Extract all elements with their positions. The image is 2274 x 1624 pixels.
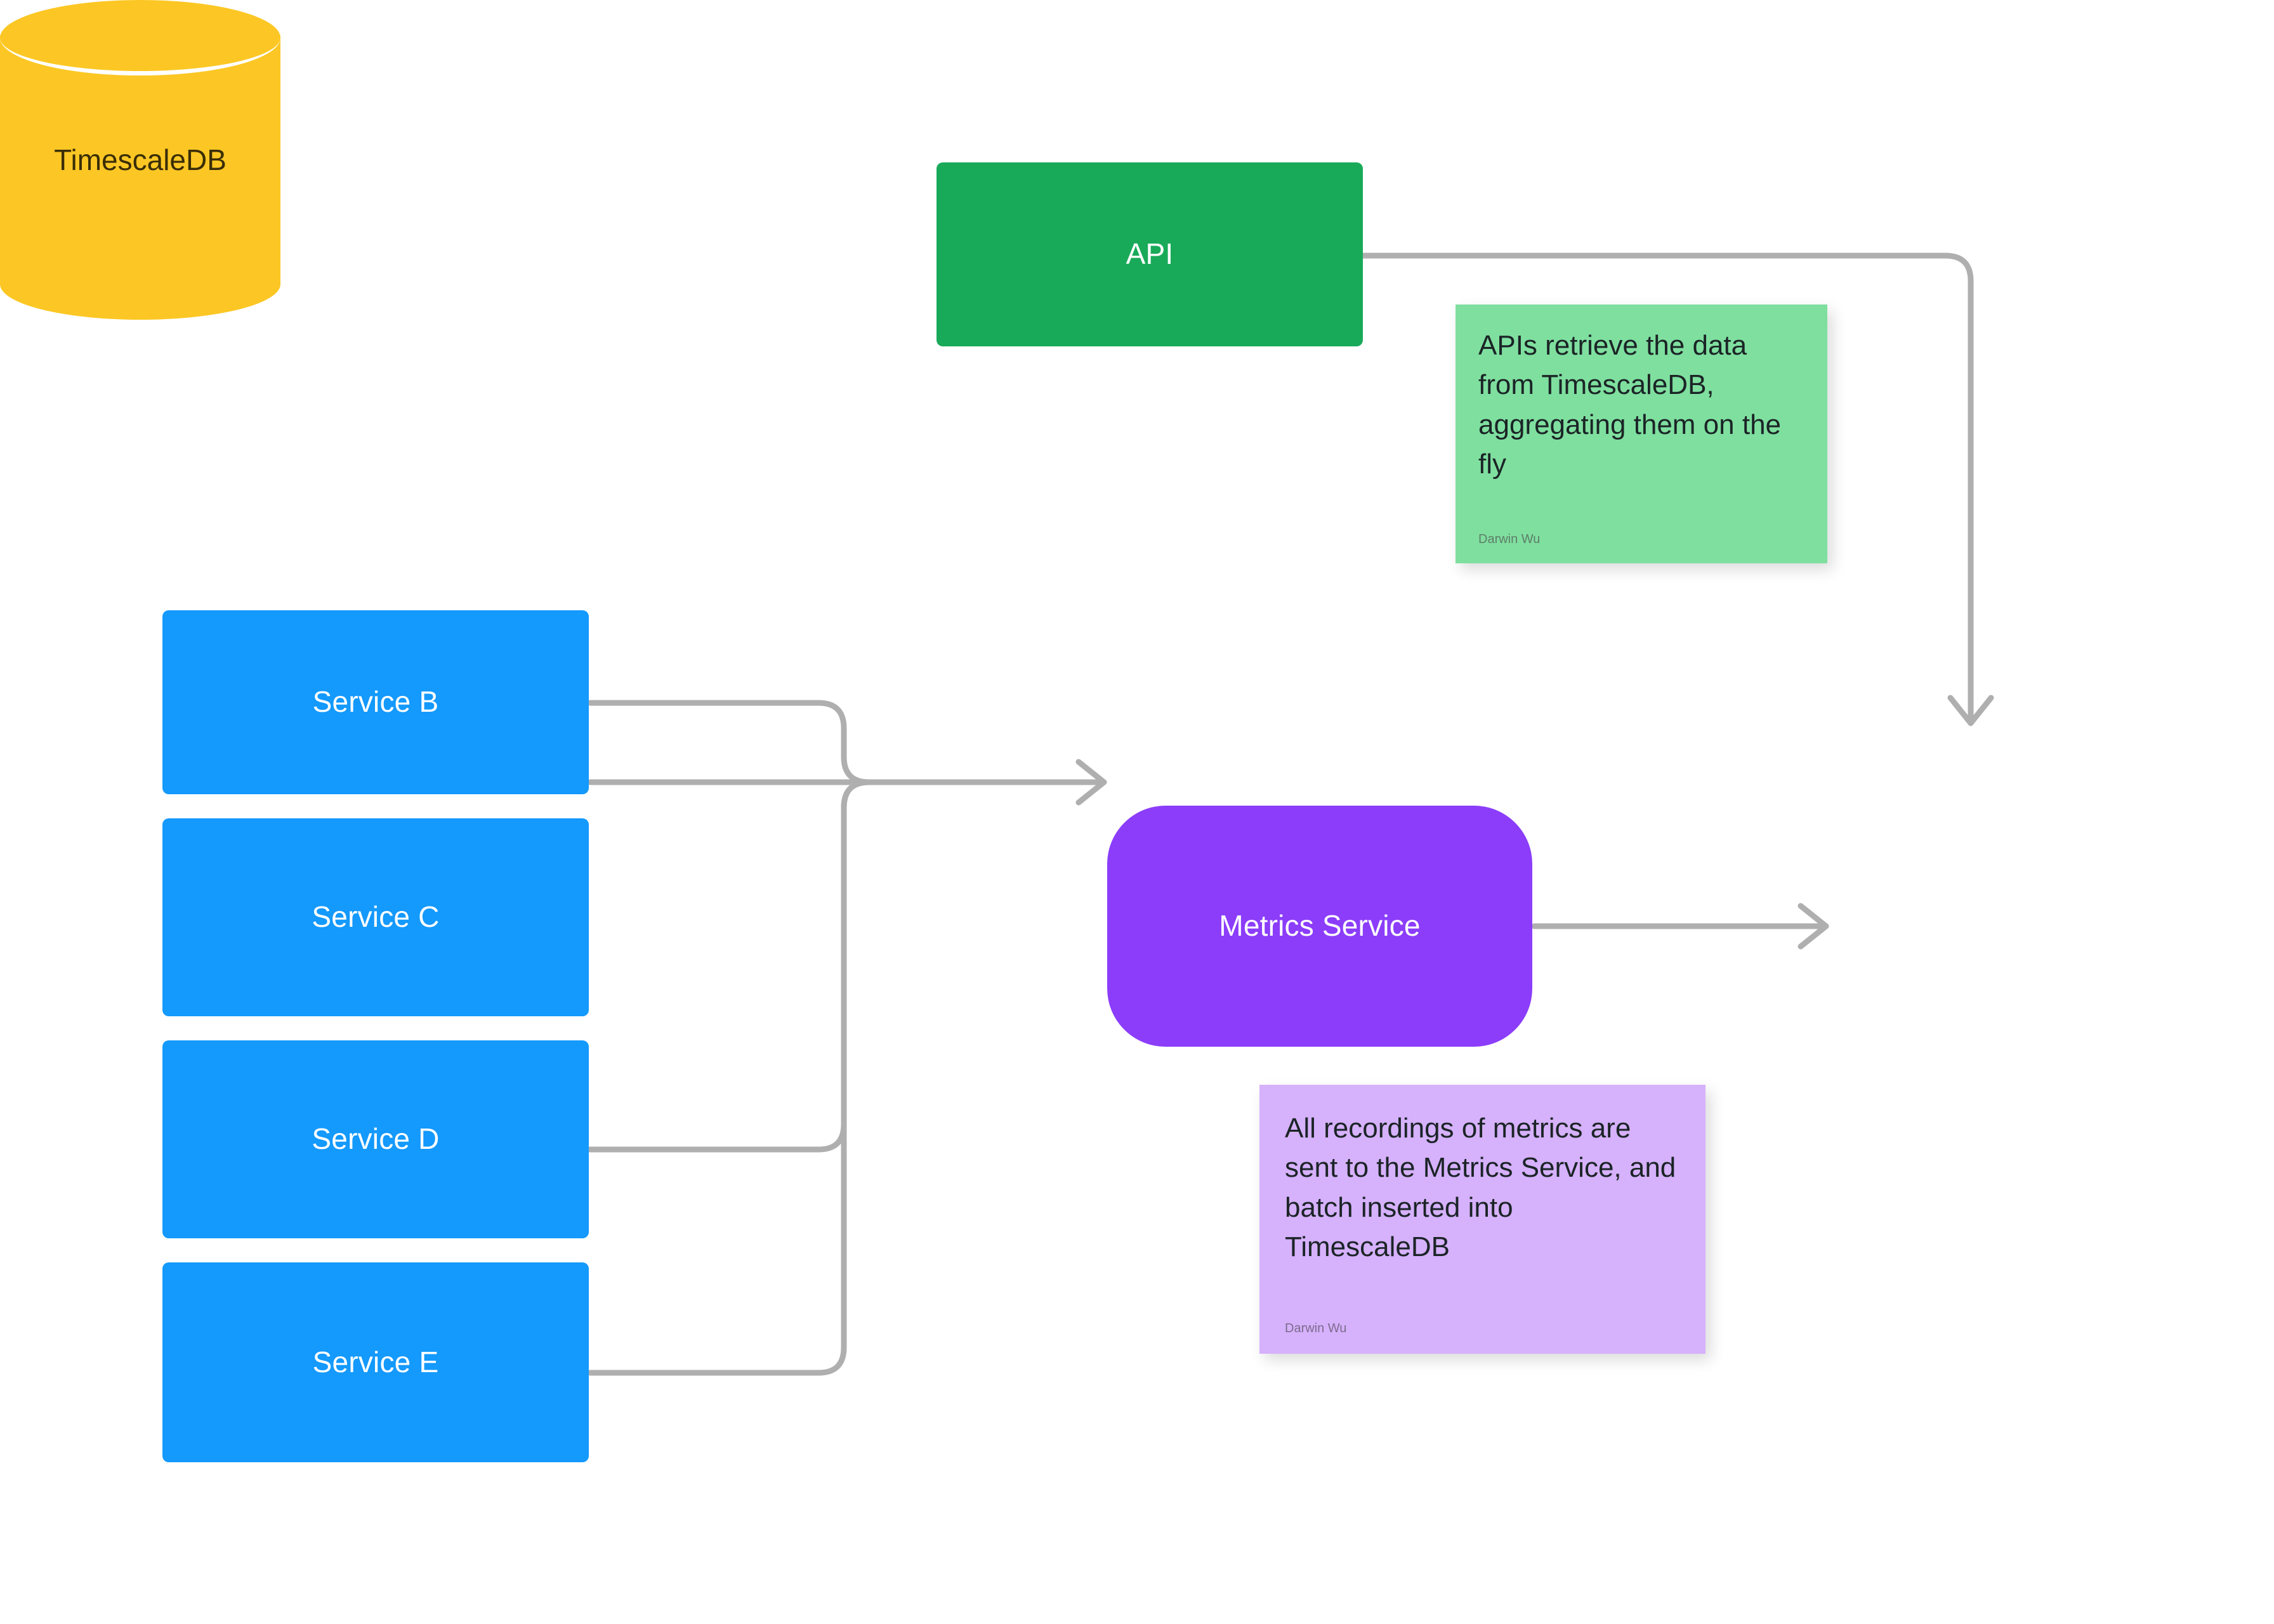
node-timescaledb[interactable]: TimescaleDB xyxy=(0,0,280,320)
node-metrics-service[interactable]: Metrics Service xyxy=(1107,806,1532,1047)
sticky-note-metrics-text: All recordings of metrics are sent to th… xyxy=(1285,1113,1684,1263)
arrowhead-api-to-db xyxy=(1947,695,1994,726)
sticky-note-api-author: Darwin Wu xyxy=(1478,532,1541,546)
node-service-b[interactable]: Service B xyxy=(162,610,589,794)
node-api[interactable]: API xyxy=(937,162,1363,346)
sticky-note-metrics[interactable]: All recordings of metrics are sent to th… xyxy=(1259,1085,1705,1354)
node-service-b-label: Service B xyxy=(312,685,439,719)
node-service-e[interactable]: Service E xyxy=(162,1262,589,1462)
node-metrics-service-label: Metrics Service xyxy=(1219,909,1421,943)
node-service-c-label: Service C xyxy=(312,900,440,934)
sticky-note-metrics-author: Darwin Wu xyxy=(1285,1321,1347,1335)
connector-service-b xyxy=(587,700,872,785)
connector-service-d xyxy=(587,779,872,1153)
cylinder-bottom-ellipse xyxy=(0,249,280,320)
sticky-note-api-text: APIs retrieve the data from TimescaleDB,… xyxy=(1478,330,1789,480)
sticky-note-api[interactable]: APIs retrieve the data from TimescaleDB,… xyxy=(1456,304,1827,563)
arrowhead-metrics-to-db xyxy=(1798,903,1829,950)
node-service-c[interactable]: Service C xyxy=(162,818,589,1016)
node-service-e-label: Service E xyxy=(312,1345,439,1378)
cylinder-top-ellipse xyxy=(0,0,280,75)
arrowhead-trunk-to-metrics xyxy=(1075,759,1107,806)
cylinder-body xyxy=(0,36,280,284)
connector-api-to-db xyxy=(1360,252,1974,726)
node-api-label: API xyxy=(1126,237,1174,271)
node-service-d[interactable]: Service D xyxy=(162,1040,589,1238)
node-service-d-label: Service D xyxy=(312,1122,440,1156)
connector-service-e xyxy=(587,779,872,1376)
node-timescaledb-label: TimescaleDB xyxy=(54,143,227,176)
